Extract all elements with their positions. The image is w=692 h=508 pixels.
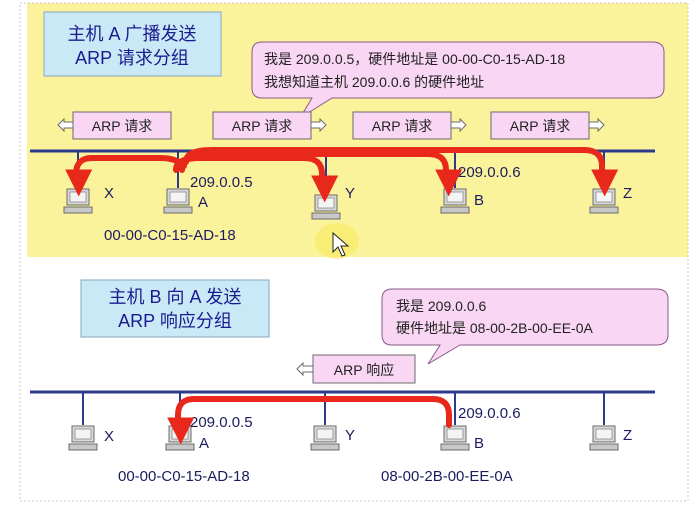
arp-request-box-left: ARP 请求 [57, 111, 172, 140]
response-host-x-computer-icon [68, 425, 98, 451]
response-host-z-label: Z [623, 427, 632, 444]
response-bubble-line-2: 硬件地址是 08-00-2B-00-EE-0A [396, 320, 594, 336]
arp-request-label-4: ARP 请求 [510, 118, 570, 134]
host-a-mac: 00-00-C0-15-AD-18 [104, 227, 236, 244]
response-host-b-ip: 209.0.0.6 [458, 405, 521, 422]
response-host-b-label: B [474, 435, 484, 452]
host-a-ip: 209.0.0.5 [190, 174, 253, 191]
request-title-box: 主机 A 广播发送 ARP 请求分组 [43, 11, 222, 77]
frame-border [19, 2, 689, 502]
request-title-line-1: 主机 A 广播发送 [67, 24, 196, 44]
host-b-computer-icon [440, 188, 470, 214]
response-host-y-label: Y [345, 427, 355, 444]
response-host-b-mac: 08-00-2B-00-EE-0A [381, 468, 513, 485]
host-b-ip: 209.0.0.6 [458, 164, 521, 181]
response-host-a-ip: 209.0.0.5 [190, 414, 253, 431]
response-host-y-computer-icon [310, 425, 340, 451]
response-host-b-computer-icon [440, 425, 470, 451]
arp-response-box: ARP 响应 [296, 354, 416, 384]
request-speech-bubble: 我是 209.0.0.5，硬件地址是 00-00-C0-15-AD-18 我想知… [251, 41, 665, 119]
response-title-line-1: 主机 B 向 A 发送 [108, 287, 241, 307]
request-bubble-line-2: 我想知道主机 209.0.0.6 的硬件地址 [264, 74, 484, 90]
arp-response-label: ARP 响应 [334, 362, 394, 378]
response-title-box: 主机 B 向 A 发送 ARP 响应分组 [80, 279, 270, 338]
arrow-to-z [183, 147, 619, 197]
response-bubble-line-1: 我是 209.0.0.6 [396, 298, 486, 314]
response-arrow-b-to-a [167, 396, 452, 445]
host-b-label: B [474, 192, 484, 209]
host-a-computer-icon [163, 188, 193, 214]
request-bubble-line-1: 我是 209.0.0.5，硬件地址是 00-00-C0-15-AD-18 [264, 51, 565, 67]
host-y-label: Y [345, 185, 355, 202]
host-z-label: Z [623, 185, 632, 202]
response-host-x-label: X [104, 428, 114, 445]
arp-request-label-1: ARP 请求 [92, 118, 152, 134]
host-x-label: X [104, 185, 114, 202]
response-speech-bubble: 我是 209.0.0.6 硬件地址是 08-00-2B-00-EE-0A [381, 288, 669, 365]
host-y-computer-icon [311, 194, 341, 220]
request-title-line-2: ARP 请求分组 [75, 48, 189, 68]
host-a-label: A [198, 194, 208, 211]
arp-request-label-3: ARP 请求 [372, 118, 432, 134]
response-host-z-computer-icon [589, 425, 619, 451]
arp-request-box-right-3: ARP 请求 [490, 111, 605, 140]
arp-request-box-right-2: ARP 请求 [352, 111, 467, 140]
arp-request-box-right-1: ARP 请求 [212, 111, 327, 140]
response-host-a-mac: 00-00-C0-15-AD-18 [118, 468, 250, 485]
host-x-computer-icon [63, 188, 93, 214]
mouse-cursor-icon [332, 231, 350, 257]
response-host-a-label: A [199, 435, 209, 452]
arrow-to-y [173, 155, 339, 203]
arp-request-label-2: ARP 请求 [232, 118, 292, 134]
broadcast-arrows [65, 147, 619, 203]
response-title-line-2: ARP 响应分组 [118, 311, 232, 331]
host-z-computer-icon [589, 188, 619, 214]
